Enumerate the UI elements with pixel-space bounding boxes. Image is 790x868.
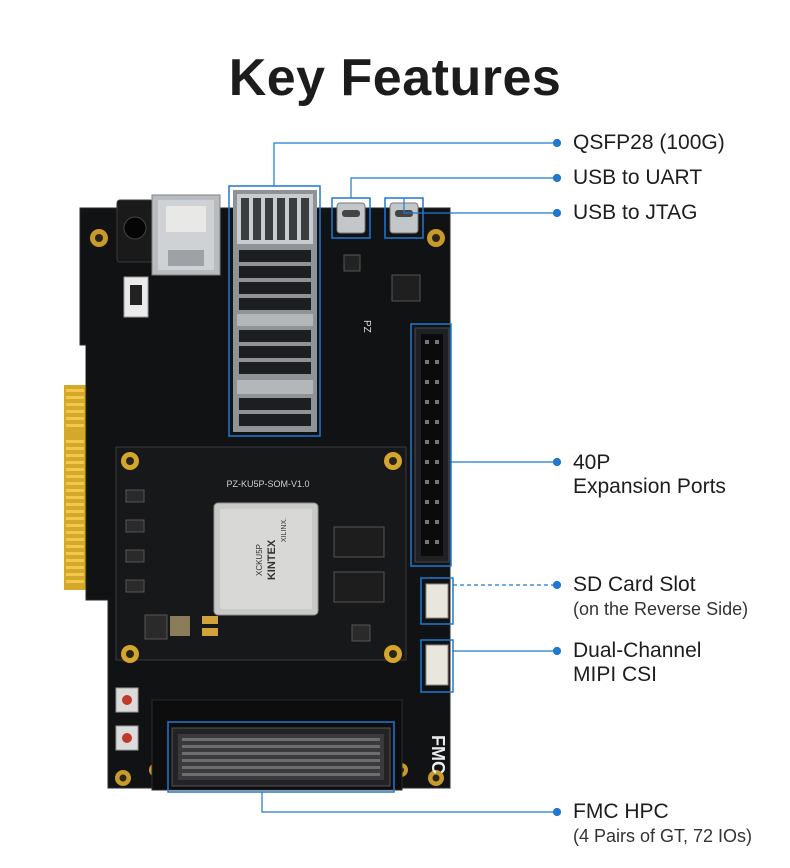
fmc-logo: FMC [428, 735, 448, 774]
expansion-header [414, 327, 450, 563]
feature-expansion: 40P Expansion Ports [573, 451, 726, 499]
fmc-hpc-connector [171, 727, 391, 787]
page-title: Key Features [228, 49, 562, 107]
feature-label: USB to UART [573, 166, 703, 189]
pcie-edge-connector [64, 385, 86, 590]
feature-label: SD Card Slot [573, 573, 696, 596]
ethernet-jack [151, 194, 221, 276]
chip-model: XCKU5P [255, 544, 264, 576]
feature-sub: (4 Pairs of GT, 72 IOs) [573, 826, 753, 846]
feature-label: FMC HPC [573, 800, 669, 823]
feature-label: USB to JTAG [573, 201, 698, 224]
feature-sub: MIPI CSI [573, 663, 658, 686]
ddr-chip [333, 526, 385, 558]
chip-brand: XILINX. [281, 518, 288, 542]
vendor-mark: PZ [361, 320, 372, 333]
qsfp28-cage [233, 190, 317, 432]
feature-label: QSFP28 (100G) [573, 131, 725, 154]
feature-qsfp28: QSFP28 (100G) [573, 131, 725, 155]
feature-sd-card: SD Card Slot (on the Reverse Side) [573, 573, 748, 621]
feature-label: 40P [573, 451, 611, 474]
feature-fmc: FMC HPC (4 Pairs of GT, 72 IOs) [573, 800, 752, 848]
usb-c-uart-port [336, 202, 366, 234]
som-label: PZ-KU5P-SOM-V1.0 [226, 479, 309, 489]
feature-mipi: Dual-Channel MIPI CSI [573, 639, 701, 687]
feature-usb-jtag: USB to JTAG [573, 201, 697, 225]
mipi-connectors [425, 583, 449, 686]
feature-sub: Expansion Ports [573, 475, 726, 498]
feature-sub: (on the Reverse Side) [573, 599, 749, 619]
push-buttons [115, 687, 139, 751]
chip-family: KINTEX [266, 539, 278, 580]
som-module: PZ-KU5P-SOM-V1.0 XILINX. KINTEX XCKU5P [115, 446, 407, 663]
ddr-chip [333, 571, 385, 603]
feature-label: Dual-Channel [573, 639, 702, 662]
leader-lines [261, 138, 562, 817]
feature-usb-uart: USB to UART [573, 166, 702, 190]
